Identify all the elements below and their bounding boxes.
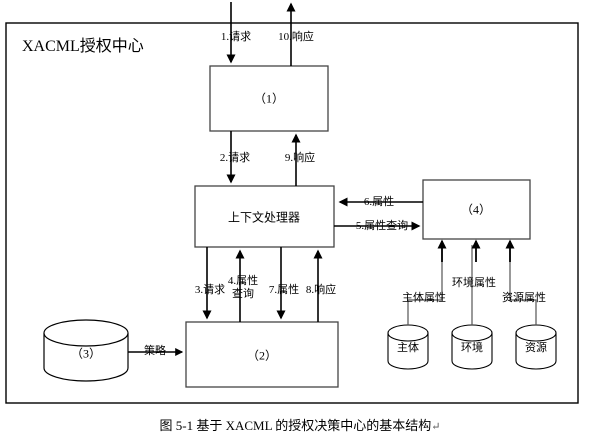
box-4-shape	[422, 179, 531, 240]
box-context-handler-shape	[194, 185, 335, 248]
edge-subject-attr-label: 主体属性	[402, 292, 446, 304]
paragraph-mark: ↵	[431, 421, 441, 433]
edge-10-label: 10.响应	[278, 31, 314, 43]
edge-7-label: 7.属性	[268, 284, 300, 296]
box-2-shape	[185, 321, 339, 388]
cylinder-environment-label: 环境	[461, 342, 483, 354]
edge-6-label: 6.属性	[363, 196, 395, 208]
edge-8-label: 8.响应	[305, 284, 337, 296]
figure-caption: 图 5-1 基于 XACML 的授权决策中心的基本结构↵	[0, 415, 600, 434]
frame-title: XACML授权中心	[22, 38, 144, 55]
cylinder-3-shape	[43, 319, 129, 382]
figure-caption-text: 图 5-1 基于 XACML 的授权决策中心的基本结构	[159, 418, 432, 433]
box-2-label: （2）	[246, 348, 278, 363]
outer-frame	[5, 22, 579, 404]
cylinder-subject-shape	[387, 324, 429, 370]
edge-subject-attr-line	[407, 245, 443, 325]
edge-4-label-line1: 4.属性	[227, 275, 259, 287]
edge-1-label: 1.请求	[220, 31, 252, 43]
box-1-shape	[209, 65, 329, 132]
cylinder-subject-label: 主体	[397, 342, 419, 354]
edge-2-label: 2.请求	[219, 152, 251, 164]
cylinder-3-label: （3）	[70, 346, 102, 361]
box-1-label: （1）	[253, 91, 285, 106]
box-4-label: （4）	[460, 202, 492, 217]
cylinder-resource-label: 资源	[525, 342, 547, 354]
edge-9-label: 9.响应	[284, 152, 316, 164]
edge-environment-attr-label: 环境属性	[452, 277, 496, 289]
edge-resource-attr-label: 资源属性	[502, 292, 546, 304]
box-context-handler-label: 上下文处理器	[227, 210, 301, 225]
edge-3-label: 3.请求	[194, 284, 226, 296]
edge-5-label: 5.属性查询	[355, 220, 409, 232]
cylinder-environment-shape	[451, 324, 493, 370]
edge-resource-attr-line	[509, 245, 537, 325]
edge-4-label-line2: 查询	[232, 288, 254, 300]
edge-policy-label: 策略	[144, 345, 166, 357]
